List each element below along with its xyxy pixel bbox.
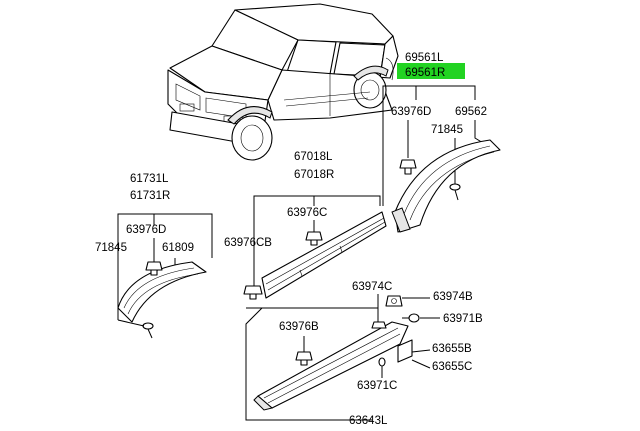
label-63976d-left[interactable]: 63976D <box>126 224 166 236</box>
label-67018l[interactable]: 67018L <box>294 151 333 163</box>
grommet-63974b <box>385 295 403 307</box>
clip-63974c <box>371 321 387 329</box>
label-63974b[interactable]: 63974B <box>433 291 473 303</box>
label-63976c[interactable]: 63976C <box>287 207 327 219</box>
label-61731r[interactable]: 61731R <box>130 190 170 202</box>
label-63643l[interactable]: 63643L <box>349 415 388 427</box>
label-63971b[interactable]: 63971B <box>443 313 483 325</box>
clip-63976cb <box>243 285 263 300</box>
label-61731l[interactable]: 61731L <box>130 173 169 185</box>
rear-fender-moulding-group: 69561L 69561R 63976D 69562 71845 <box>382 52 501 233</box>
vehicle-illustration <box>167 3 399 161</box>
label-71845-left[interactable]: 71845 <box>95 242 127 254</box>
clip-63976c <box>305 231 323 246</box>
label-61809[interactable]: 61809 <box>162 242 194 254</box>
label-63976cb[interactable]: 63976CB <box>224 237 272 249</box>
label-71845-right[interactable]: 71845 <box>431 124 463 136</box>
label-69561r[interactable]: 69561R <box>405 67 445 79</box>
label-67018r[interactable]: 67018R <box>294 169 334 181</box>
label-63655c[interactable]: 63655C <box>432 361 472 373</box>
label-69562[interactable]: 69562 <box>455 106 487 118</box>
clip-63976d-right <box>399 159 417 175</box>
door-moulding-group: 67018L 67018R 63976C 63976CB <box>224 151 387 300</box>
label-63976b[interactable]: 63976B <box>279 321 319 333</box>
clip-63976b <box>295 351 313 366</box>
label-63976d-right[interactable]: 63976D <box>391 106 431 118</box>
clip-63976d-left <box>145 261 163 276</box>
screw-71845-right <box>449 183 461 201</box>
side-sill-garnish-group: 63974C 63974B 63971B 63976B 63655B 63655… <box>245 281 483 427</box>
label-63974c[interactable]: 63974C <box>352 281 392 293</box>
label-63655b[interactable]: 63655B <box>432 343 472 355</box>
label-63971c[interactable]: 63971C <box>357 380 397 392</box>
screw-71845-left <box>117 319 154 339</box>
label-69561l[interactable]: 69561L <box>405 52 444 64</box>
part-number-highlight <box>397 63 465 79</box>
screw-63971c <box>378 357 386 372</box>
bracket-63655 <box>397 339 413 363</box>
screw-63971b <box>402 313 420 323</box>
front-fender-moulding-group: 61731L 61731R 63976D 71845 61809 <box>95 173 213 339</box>
